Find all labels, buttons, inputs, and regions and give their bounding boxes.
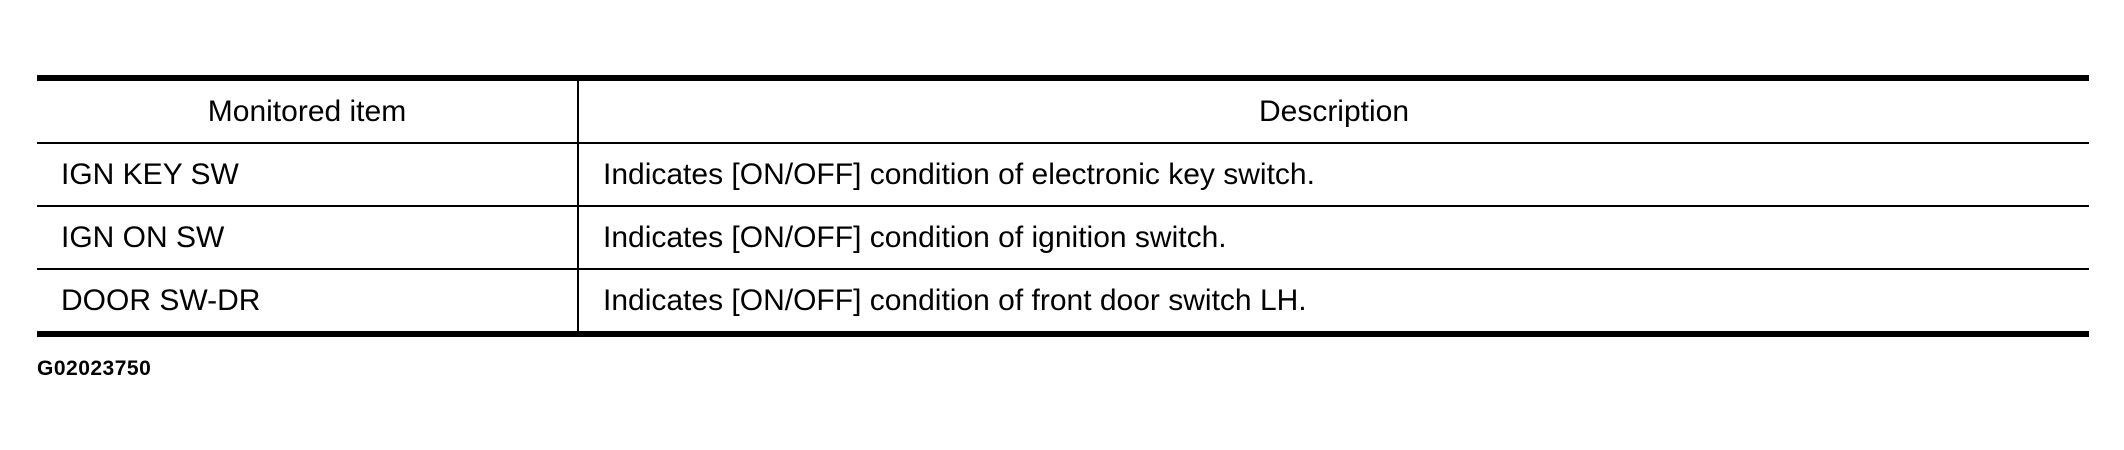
monitor-table: Monitored item Description IGN KEY SW In… [37,75,2089,337]
monitor-table-container: Monitored item Description IGN KEY SW In… [37,75,2089,337]
figure-id-label: G02023750 [37,357,152,380]
row-item: DOOR SW-DR [37,269,579,334]
table-row: IGN ON SW Indicates [ON/OFF] condition o… [37,206,2089,270]
row-item: IGN KEY SW [37,143,579,207]
row-item: IGN ON SW [37,206,579,270]
table-header-row: Monitored item Description [37,78,2089,144]
table-row: DOOR SW-DR Indicates [ON/OFF] condition … [37,269,2089,334]
row-description: Indicates [ON/OFF] condition of front do… [603,283,1307,317]
header-monitored-item: Monitored item [37,78,579,144]
table-row: IGN KEY SW Indicates [ON/OFF] condition … [37,143,2089,207]
header-description: Description [578,78,2089,144]
row-description: Indicates [ON/OFF] condition of electron… [578,143,2089,207]
row-description: Indicates [ON/OFF] condition of ignition… [578,206,2089,270]
